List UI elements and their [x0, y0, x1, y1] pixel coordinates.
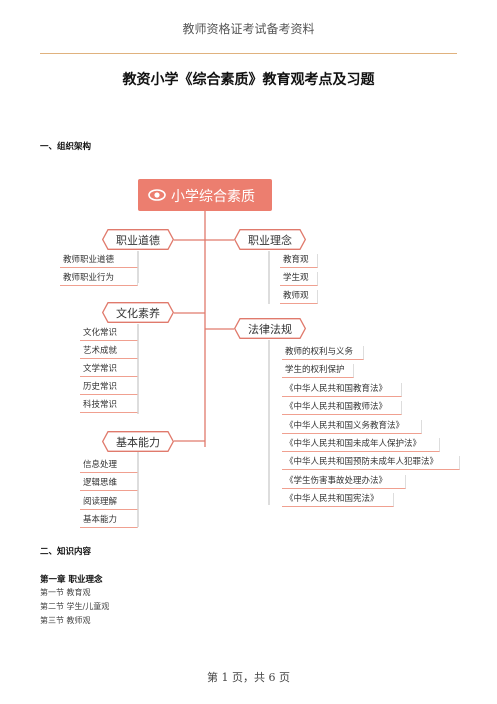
leaf-concept-1: 教育观 [280, 254, 318, 268]
document-title: 教资小学《综合素质》教育观考点及习题 [122, 72, 375, 88]
chapter-section-1: 第一节 教育观 [40, 588, 91, 597]
leaf-culture-3: 文学常识 [80, 363, 138, 377]
branch-culture: 文化素养 [102, 302, 174, 323]
leaf-law-7: 《中华人民共和国预防未成年人犯罪法》 [282, 456, 460, 470]
page-header: 教师资格证考试备考资料 [182, 22, 315, 36]
branch-ethics: 职业道德 [102, 229, 174, 250]
leaf-culture-2: 艺术成就 [80, 345, 138, 359]
leaf-law-9: 《中华人民共和国宪法》 [282, 493, 394, 507]
branch-law-label: 法律法规 [248, 323, 292, 336]
branch-concept: 职业理念 [234, 229, 306, 250]
section-heading-knowledge: 二、知识内容 [40, 547, 92, 557]
section-heading-structure: 一、组织架构 [40, 142, 92, 152]
mindmap-root-label: 小学综合素质 [171, 189, 255, 205]
leaf-ability-4: 基本能力 [80, 514, 138, 528]
chapter-heading: 第一章 职业理念 [40, 575, 103, 585]
header-divider [40, 53, 457, 54]
branch-ability-label: 基本能力 [116, 436, 160, 449]
branch-ethics-label: 职业道德 [116, 234, 160, 247]
leaf-concept-3: 教师观 [280, 290, 318, 304]
leaf-law-6: 《中华人民共和国未成年人保护法》 [282, 438, 440, 452]
leaf-ability-2: 逻辑思维 [80, 477, 138, 491]
leaf-law-2: 学生的权利保护 [282, 364, 354, 378]
branch-culture-label: 文化素养 [116, 307, 160, 320]
leaf-law-8: 《学生伤害事故处理办法》 [282, 475, 406, 489]
mindmap-root: 小学综合素质 [138, 179, 272, 211]
leaf-ethics-2: 教师职业行为 [60, 272, 138, 286]
leaf-ability-1: 信息处理 [80, 459, 138, 473]
leaf-culture-5: 科技常识 [80, 399, 138, 413]
leaf-concept-2: 学生观 [280, 272, 318, 286]
page-footer: 第 1 页，共 6 页 [207, 671, 290, 684]
branch-concept-label: 职业理念 [248, 234, 292, 247]
eye-icon [148, 189, 166, 201]
branch-ability: 基本能力 [102, 431, 174, 452]
leaf-ethics-1: 教师职业道德 [60, 254, 138, 268]
leaf-law-5: 《中华人民共和国义务教育法》 [282, 420, 422, 434]
chapter-section-2: 第二节 学生/儿童观 [40, 602, 110, 611]
leaf-law-1: 教师的权利与义务 [282, 346, 364, 360]
leaf-law-4: 《中华人民共和国教师法》 [282, 401, 402, 415]
leaf-ability-3: 阅读理解 [80, 496, 138, 510]
branch-law: 法律法规 [234, 318, 306, 339]
leaf-law-3: 《中华人民共和国教育法》 [282, 383, 402, 397]
leaf-culture-1: 文化常识 [80, 327, 138, 341]
chapter-section-3: 第三节 教师观 [40, 616, 91, 625]
leaf-culture-4: 历史常识 [80, 381, 138, 395]
